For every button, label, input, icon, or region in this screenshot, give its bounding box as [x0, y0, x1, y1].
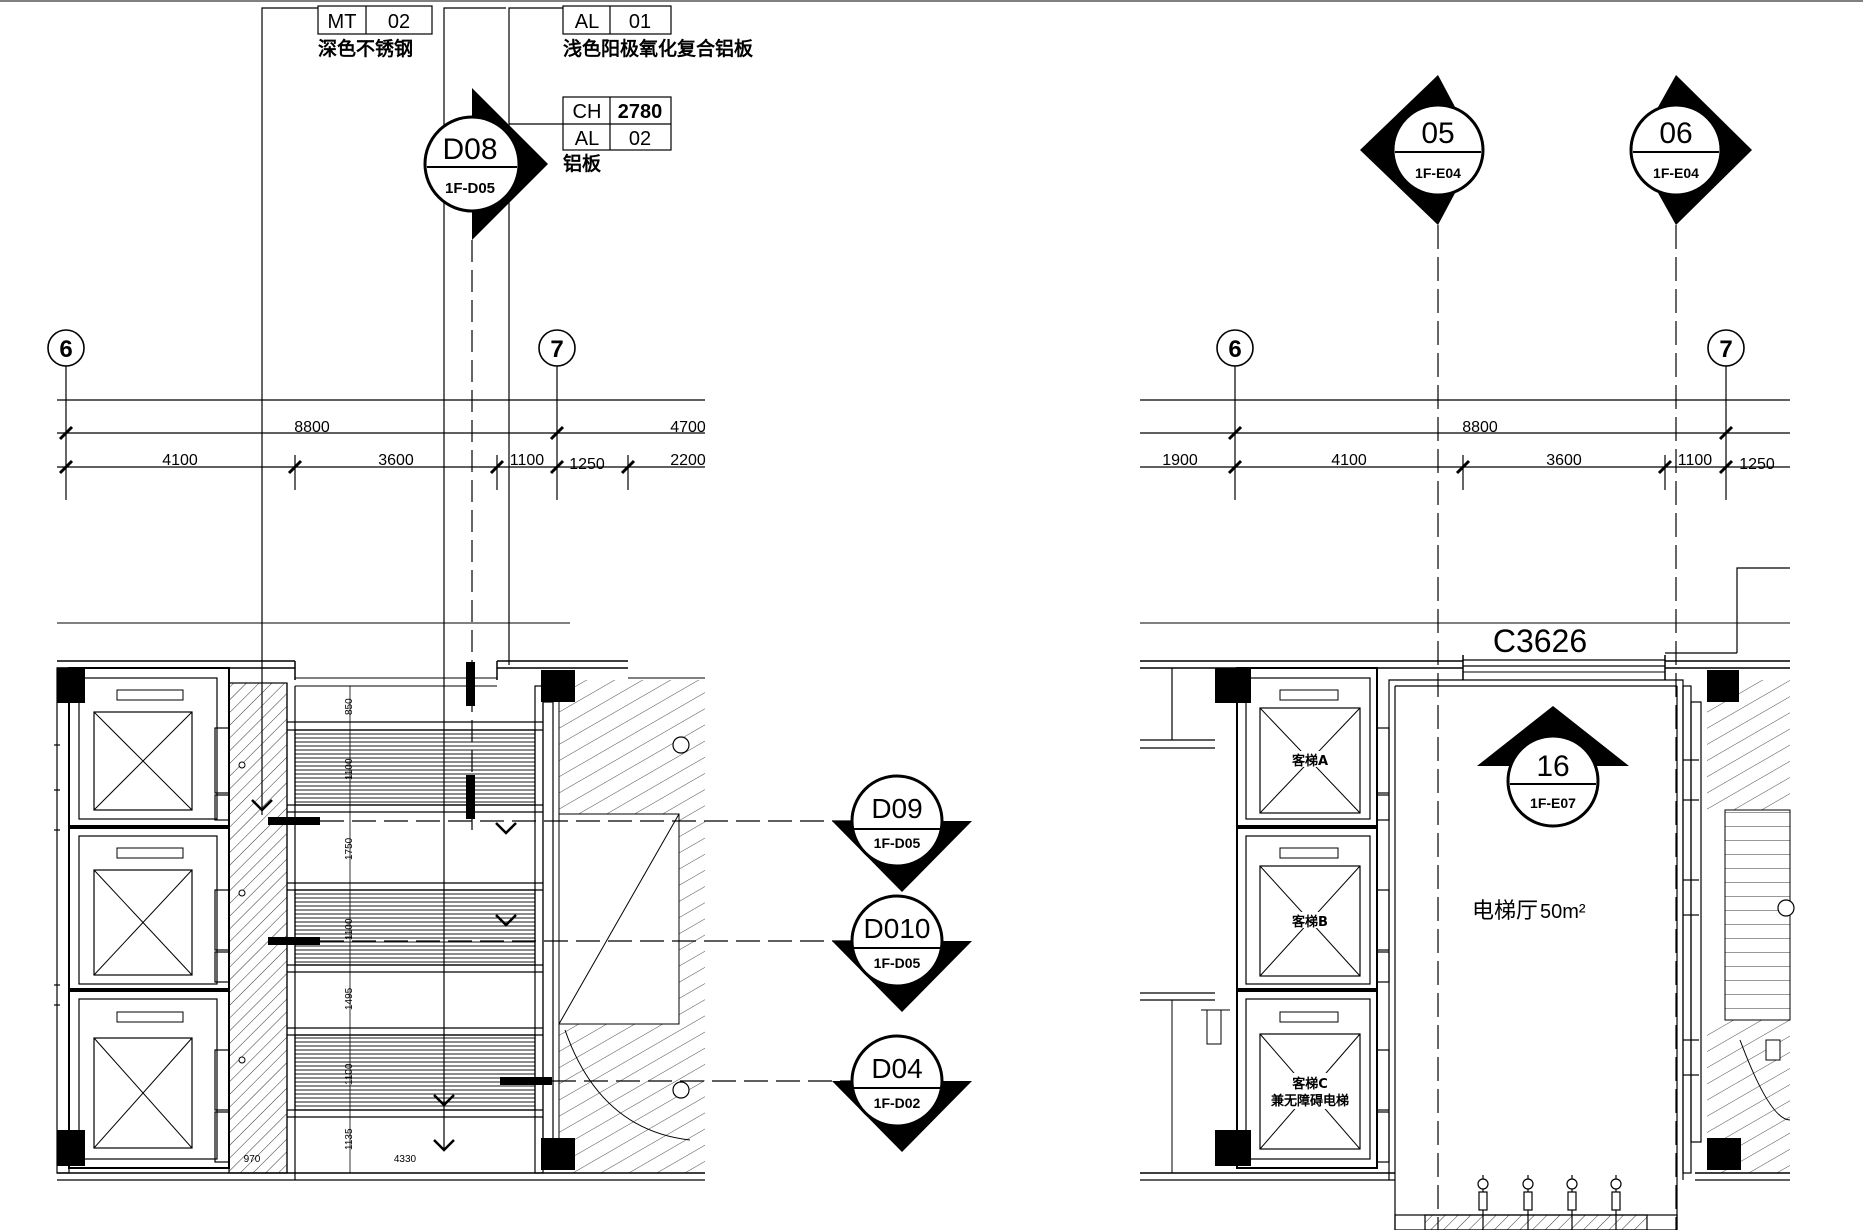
window-tag: C3626	[1493, 623, 1587, 659]
svg-text:AL: AL	[575, 128, 599, 150]
section-callout-d04: D04 1F-D02	[832, 1034, 972, 1152]
svg-text:7: 7	[550, 336, 563, 363]
svg-text:1250: 1250	[1739, 456, 1775, 473]
material-tag-ch-al02: CH 2780 AL 02 铝板	[562, 96, 672, 175]
svg-text:电梯厅: 电梯厅	[1472, 899, 1538, 924]
svg-text:4100: 4100	[1331, 452, 1367, 469]
svg-text:50m²: 50m²	[1540, 901, 1586, 923]
svg-text:D010: D010	[864, 913, 931, 944]
svg-text:01: 01	[629, 11, 651, 33]
svg-text:02: 02	[388, 11, 410, 33]
elevator-label-a: 客梯A	[1292, 753, 1328, 769]
svg-text:深色不锈钢: 深色不锈钢	[318, 37, 413, 60]
grid-bubble-6-right: 6	[1216, 329, 1254, 367]
grid-bubble-7-left: 7	[538, 329, 576, 367]
ceiling-strips	[287, 721, 543, 1118]
section-callout-d08: D08 1F-D05	[423, 88, 548, 240]
svg-text:4100: 4100	[162, 452, 198, 469]
svg-text:1750: 1750	[344, 837, 355, 860]
svg-text:850: 850	[344, 698, 355, 715]
svg-text:02: 02	[629, 128, 651, 150]
svg-text:CH: CH	[573, 101, 602, 123]
svg-text:1100: 1100	[344, 918, 355, 940]
elevator-shafts-right: 客梯A 客梯B 客梯C 兼无障碍电梯	[1236, 667, 1390, 1169]
svg-text:16: 16	[1536, 750, 1569, 783]
elevator-shafts-left	[68, 667, 230, 1169]
elevator-label-b: 客梯B	[1292, 914, 1328, 930]
svg-text:D09: D09	[871, 793, 922, 824]
svg-text:3600: 3600	[1546, 452, 1582, 469]
elevation-callout-16: 16 1F-E07	[1477, 706, 1629, 828]
svg-text:6: 6	[59, 336, 72, 363]
svg-text:浅色阳极氧化复合铝板: 浅色阳极氧化复合铝板	[563, 37, 754, 60]
elevator-label-c-accessible: 兼无障碍电梯	[1271, 1093, 1349, 1109]
svg-text:1100: 1100	[344, 758, 355, 780]
material-tag-mt: MT 02 深色不锈钢	[317, 5, 433, 60]
svg-text:8800: 8800	[294, 419, 330, 436]
svg-text:D04: D04	[871, 1053, 922, 1084]
svg-text:D08: D08	[442, 133, 497, 166]
svg-text:铝板: 铝板	[563, 152, 602, 175]
svg-text:1F-E04: 1F-E04	[1415, 165, 1461, 181]
svg-text:1900: 1900	[1162, 452, 1198, 469]
svg-text:2200: 2200	[670, 452, 706, 469]
svg-text:1100: 1100	[344, 1063, 355, 1085]
svg-text:1250: 1250	[569, 456, 605, 473]
svg-text:AL: AL	[575, 11, 599, 33]
svg-text:1F-E04: 1F-E04	[1653, 165, 1699, 181]
svg-text:05: 05	[1421, 117, 1454, 150]
svg-text:1495: 1495	[344, 987, 355, 1010]
svg-text:4330: 4330	[394, 1154, 417, 1165]
elevator-label-c: 客梯C	[1292, 1076, 1328, 1092]
svg-text:1F-D05: 1F-D05	[445, 180, 495, 197]
svg-text:8800: 8800	[1462, 419, 1498, 436]
svg-text:3600: 3600	[378, 452, 414, 469]
section-callout-d010: D010 1F-D05	[832, 894, 972, 1012]
svg-text:1100: 1100	[1678, 452, 1713, 469]
grid-bubble-7-right: 7	[1707, 329, 1745, 367]
entrance-handles	[1394, 1175, 1678, 1230]
svg-text:1F-D05: 1F-D05	[874, 835, 921, 851]
svg-text:4700: 4700	[670, 419, 706, 436]
svg-text:1F-D02: 1F-D02	[874, 1095, 921, 1111]
svg-text:1135: 1135	[344, 1128, 355, 1150]
svg-text:1F-D05: 1F-D05	[874, 955, 921, 971]
svg-text:7: 7	[1719, 336, 1732, 363]
svg-text:970: 970	[244, 1154, 261, 1165]
svg-text:2780: 2780	[618, 101, 663, 123]
grid-bubble-6-left: 6	[47, 329, 85, 367]
section-callout-d09: D09 1F-D05	[832, 774, 972, 892]
svg-text:6: 6	[1228, 336, 1241, 363]
elevation-callout-06: 06 1F-E04	[1629, 75, 1752, 225]
svg-text:06: 06	[1659, 117, 1692, 150]
svg-text:1F-E07: 1F-E07	[1530, 795, 1576, 811]
svg-text:1100: 1100	[510, 452, 545, 469]
elevation-callout-05: 05 1F-E04	[1360, 75, 1485, 225]
svg-text:MT: MT	[328, 11, 357, 33]
material-tag-al01: AL 01 浅色阳极氧化复合铝板	[562, 5, 754, 60]
